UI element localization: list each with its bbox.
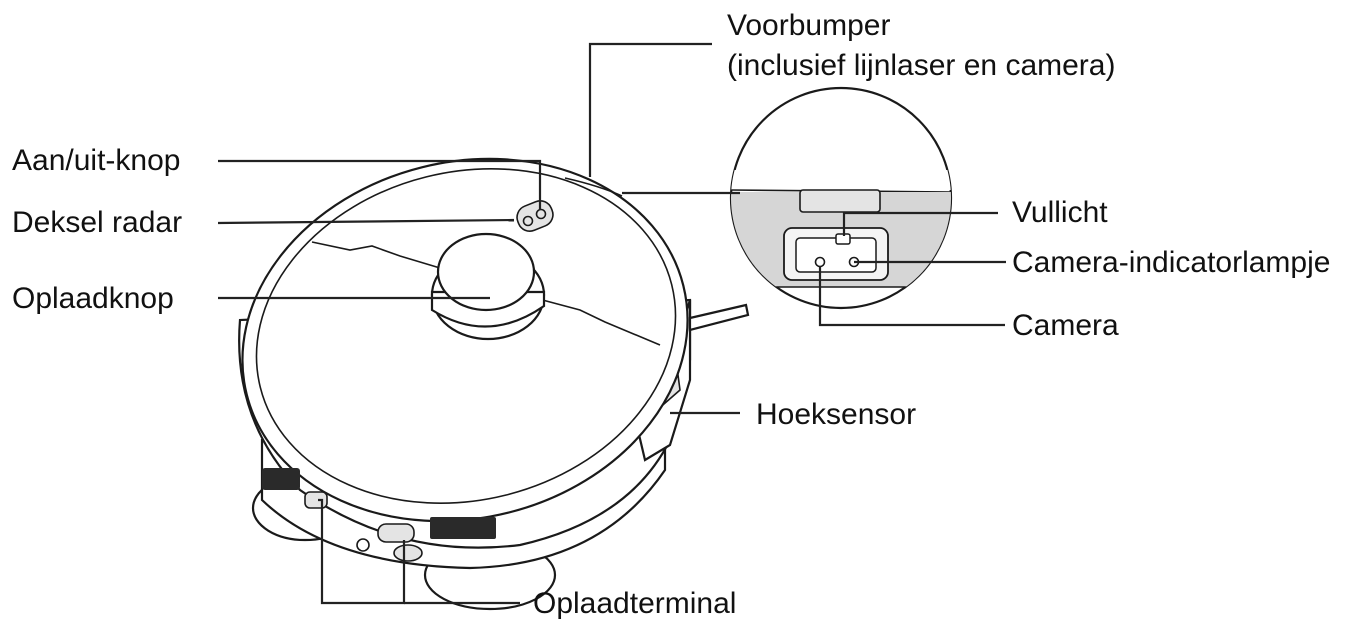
label-camera: Camera <box>1012 309 1119 342</box>
labels: Voorbumper (inclusief lijnlaser en camer… <box>12 9 1330 620</box>
charge-contact-right <box>377 523 415 543</box>
leader-radar-cover <box>217 218 515 225</box>
label-fill-light: Vullicht <box>1012 196 1108 229</box>
label-charge-button: Oplaadknop <box>12 282 174 315</box>
rear-vent-right <box>430 517 496 539</box>
label-radar-cover: Deksel radar <box>12 206 182 239</box>
label-camera-indicator: Camera-indicatorlampje <box>1012 246 1330 279</box>
robot-vacuum-body <box>238 157 750 611</box>
rear-vent-left <box>262 468 300 490</box>
rear-port <box>393 544 423 562</box>
button-cluster <box>516 200 554 232</box>
leader-charge-terminal <box>318 498 406 605</box>
label-angle-sensor: Hoeksensor <box>756 398 916 431</box>
leader-camera <box>818 266 1005 327</box>
inset-top-band <box>731 170 951 190</box>
leader-front-bumper <box>588 42 712 177</box>
rear-sensor <box>356 538 370 552</box>
seam-line-left <box>311 241 441 269</box>
leader-power-button <box>218 159 542 210</box>
charge-contact-left <box>304 491 328 509</box>
label-charge-terminal: Oplaadterminal <box>533 587 736 620</box>
top-cover-inner <box>255 168 677 504</box>
label-front-bumper-detail: (inclusief lijnlaser en camera) <box>727 49 1115 82</box>
leader-fill-light <box>842 211 998 236</box>
label-front-bumper: Voorbumper <box>727 9 890 42</box>
lidar-turret <box>430 232 546 341</box>
seam-line-right <box>534 297 661 346</box>
front-bumper-edge <box>564 177 623 197</box>
label-power-button: Aan/uit-knop <box>12 144 180 177</box>
leader-lines <box>217 42 1006 605</box>
camera-detail-inset <box>729 86 953 310</box>
side-brush <box>688 303 750 332</box>
